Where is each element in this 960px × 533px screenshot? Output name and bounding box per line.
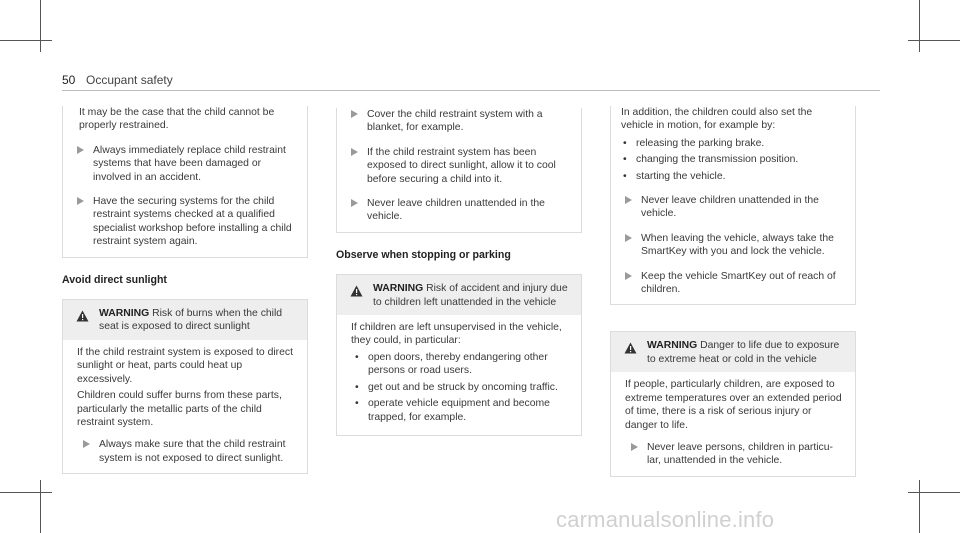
step-text: Keep the vehicle SmartKey out of reach o… [641,270,836,296]
warning-title: Risk of accident and injury due to child… [373,283,568,308]
warning-label: WARNING [373,283,424,295]
list-item: changing the transmission position. [619,153,855,167]
column-3: In addition, the children could also set… [610,106,856,477]
warning-paragraph: Children could suffer burns from these p… [77,390,282,428]
crop-mark-br-h [908,492,960,493]
arrow-right-icon [351,199,358,208]
step-text: If the child restraint system has been e… [367,146,556,185]
warning-body: If the child restraint system is exposed… [63,340,307,473]
instruction-step: Never leave children unattended in the v… [337,197,581,224]
crop-mark-br-v [919,480,920,533]
warning-box: WARNING Risk of burns when the child sea… [62,299,308,475]
step-text: Have the securing systems for the child … [93,196,292,248]
crop-mark-bl-v [40,480,41,533]
watermark: carmanualsonline.info [556,507,775,532]
page-number: 50 [62,73,76,87]
arrow-right-icon [77,145,84,154]
instruction-box: Cover the child restraint system with a … [336,108,582,233]
section-heading: Avoid direct sunlight [62,273,167,286]
warning-box: WARNING Danger to life due to exposure t… [610,331,856,477]
warning-paragraph: If the child restraint system is exposed… [77,346,293,385]
warning-triangle-icon [76,310,89,322]
instruction-step: Keep the vehicle SmartKey out of reach o… [611,270,855,297]
arrow-right-icon [351,147,358,156]
warning-label: WARNING [99,308,150,320]
instruction-step: Cover the child restraint system with a … [337,108,581,135]
instruction-step: Never leave persons, children in particu… [625,441,845,468]
warning-body: If people, particularly children, are ex… [611,372,855,475]
warning-triangle-icon [350,285,363,297]
instruction-step: If the child restraint system has been e… [337,146,581,186]
arrow-right-icon [625,233,632,242]
bullet-list: open doors, thereby endangering other pe… [351,351,571,424]
step-text: Always make sure that the child restrain… [99,439,286,464]
section-heading: Observe when stopping or parking [336,248,511,261]
step-text: Cover the child restraint system with a … [367,109,543,134]
warning-title: Danger to life due to exposure to extrem… [647,340,840,365]
header-rule [62,90,880,91]
warning-header: WARNING Risk of accident and injury due … [337,275,581,316]
warning-paragraph: If people, particularly children, are ex… [625,379,842,431]
crop-mark-bl-h [0,492,52,493]
column-2: Cover the child restraint system with a … [336,106,582,436]
instruction-step: When leaving the vehicle, always take th… [611,232,855,259]
step-text: Never leave children unattended in the v… [367,198,545,223]
crop-mark-tl-v [40,0,41,52]
warning-box: WARNING Risk of accident and injury due … [336,274,582,436]
arrow-right-icon [625,196,632,205]
arrow-right-icon [83,440,90,449]
warning-label: WARNING [647,340,698,352]
step-text: Always immediately replace child restrai… [93,144,286,183]
instruction-step: Never leave children unattended in the v… [611,194,855,221]
arrow-right-icon [625,271,632,280]
crop-mark-tl-h [0,40,52,41]
step-text: Never leave children unattended in the v… [641,195,819,220]
section-title: Occupant safety [86,73,173,87]
warning-body: If children are left unsupervised in the… [337,315,581,435]
bullet-list: releasing the parking brake. changing th… [611,137,855,184]
list-item: starting the vehicle. [619,170,855,184]
list-item: releasing the parking brake. [619,137,855,151]
intro-text: It may be the case that the child cannot… [79,107,275,132]
list-item: get out and be struck by oncoming traffi… [351,381,571,395]
list-item: operate vehicle equipment and become tra… [351,397,571,424]
warning-triangle-icon [624,342,637,354]
instruction-box: In addition, the children could also set… [610,106,856,306]
instruction-step: Always make sure that the child restrain… [77,438,297,465]
instruction-box: It may be the case that the child cannot… [62,106,308,258]
arrow-right-icon [351,110,358,118]
intro-text: In addition, the children could also set… [621,107,813,132]
step-text: When leaving the vehicle, always take th… [641,232,834,258]
arrow-right-icon [77,197,84,206]
step-text: Never leave persons, children in particu… [647,441,833,467]
warning-title: Risk of burns when the child seat is exp… [99,308,283,333]
arrow-right-icon [631,442,638,451]
list-item: open doors, thereby endangering other pe… [351,351,571,378]
instruction-step: Have the securing systems for the child … [63,195,307,249]
column-1: It may be the case that the child cannot… [62,106,308,475]
crop-mark-tr-v [919,0,920,52]
instruction-step: Always immediately replace child restrai… [63,144,307,184]
warning-paragraph: If children are left unsupervised in the… [351,322,562,347]
crop-mark-tr-h [908,40,960,41]
warning-header: WARNING Danger to life due to exposure t… [611,332,855,373]
warning-header: WARNING Risk of burns when the child sea… [63,300,307,340]
